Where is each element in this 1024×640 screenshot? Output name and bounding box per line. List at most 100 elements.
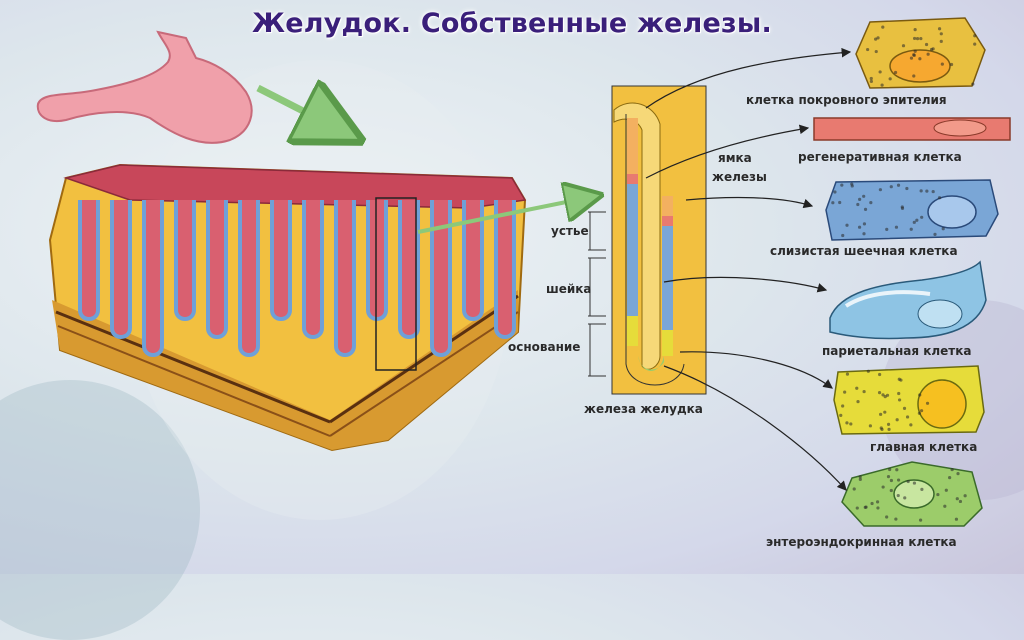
granule — [864, 505, 867, 508]
granule — [882, 485, 885, 488]
granule — [959, 500, 962, 503]
granule — [920, 409, 923, 412]
cell-label-chief: главная клетка — [870, 440, 977, 454]
granule — [898, 398, 901, 401]
granule — [973, 34, 976, 37]
granule — [897, 478, 900, 481]
granule — [858, 198, 861, 201]
gastric-gland — [112, 200, 130, 337]
granule — [887, 428, 890, 431]
granule — [858, 226, 861, 229]
granule — [909, 423, 912, 426]
granule — [948, 476, 951, 479]
granule — [869, 424, 872, 427]
granule — [941, 63, 944, 66]
granule — [940, 32, 943, 35]
granule — [838, 201, 841, 204]
granule — [839, 414, 842, 417]
granule — [897, 392, 900, 395]
granule — [912, 74, 915, 77]
granule — [918, 57, 921, 60]
granule — [878, 391, 881, 394]
granule — [856, 506, 859, 509]
granule — [895, 226, 898, 229]
granule — [840, 183, 843, 186]
granule — [845, 224, 848, 227]
granule — [841, 234, 844, 237]
granule — [831, 201, 834, 204]
granule — [870, 77, 873, 80]
label-yamka: ямка — [718, 151, 752, 165]
granule — [950, 63, 953, 66]
granule — [919, 37, 922, 40]
label-gland: железа желудка — [584, 402, 703, 416]
granule — [903, 407, 906, 410]
cell-label-regenerative: регенеративная клетка — [798, 150, 962, 164]
granule — [849, 422, 852, 425]
granule — [914, 50, 917, 53]
cell-label-epithelium: клетка покровного эпителия — [746, 93, 947, 107]
granule — [890, 479, 893, 482]
granule — [894, 71, 897, 74]
granule — [913, 37, 916, 40]
granule — [932, 190, 935, 193]
granule — [932, 47, 935, 50]
granule — [910, 57, 913, 60]
granule — [876, 36, 879, 39]
granule — [845, 421, 848, 424]
granule — [913, 481, 916, 484]
granule — [918, 393, 921, 396]
gastric-gland — [144, 200, 162, 355]
cell-chief — [834, 366, 984, 434]
gastric-gland — [176, 200, 194, 319]
granule — [885, 515, 888, 518]
cell-label-enteroendocrine: энтероэндокринная клетка — [766, 535, 957, 549]
label-osnovanie: основание — [508, 340, 580, 354]
granule — [894, 517, 897, 520]
granule — [881, 84, 884, 87]
granule — [971, 83, 974, 86]
granule — [879, 413, 882, 416]
granule — [855, 387, 858, 390]
granule — [973, 43, 976, 46]
granule — [955, 518, 958, 521]
granule — [933, 233, 936, 236]
cell-parietal — [830, 262, 986, 339]
granule — [853, 487, 856, 490]
granule — [897, 494, 900, 497]
granule — [881, 26, 884, 29]
granule — [956, 497, 959, 500]
arrow-to-block — [258, 88, 352, 136]
granule — [916, 37, 919, 40]
granule — [870, 80, 873, 83]
granule — [925, 43, 928, 46]
granule — [936, 493, 939, 496]
gastric-gland — [208, 200, 226, 337]
granule — [945, 489, 948, 492]
granule — [901, 207, 904, 210]
granule — [879, 188, 882, 191]
granule — [907, 480, 910, 483]
granule — [920, 189, 923, 192]
granule — [914, 28, 917, 31]
granule — [943, 505, 946, 508]
granule — [859, 478, 862, 481]
granule — [920, 488, 923, 491]
cell-enteroendocrine — [842, 462, 982, 526]
granule — [942, 227, 945, 230]
granule — [905, 187, 908, 190]
granule — [850, 182, 853, 185]
granule — [862, 232, 865, 235]
granule — [870, 502, 873, 505]
mucosa-tissue-block — [50, 165, 525, 450]
gastric-gland — [496, 200, 514, 337]
granule — [864, 208, 867, 211]
granule — [902, 44, 905, 47]
granule — [833, 190, 836, 193]
granule — [896, 418, 899, 421]
gland-closeup — [612, 86, 706, 394]
granule — [866, 48, 869, 51]
granule — [918, 412, 921, 415]
stomach-illustration — [38, 32, 252, 143]
gastric-gland — [368, 200, 386, 319]
